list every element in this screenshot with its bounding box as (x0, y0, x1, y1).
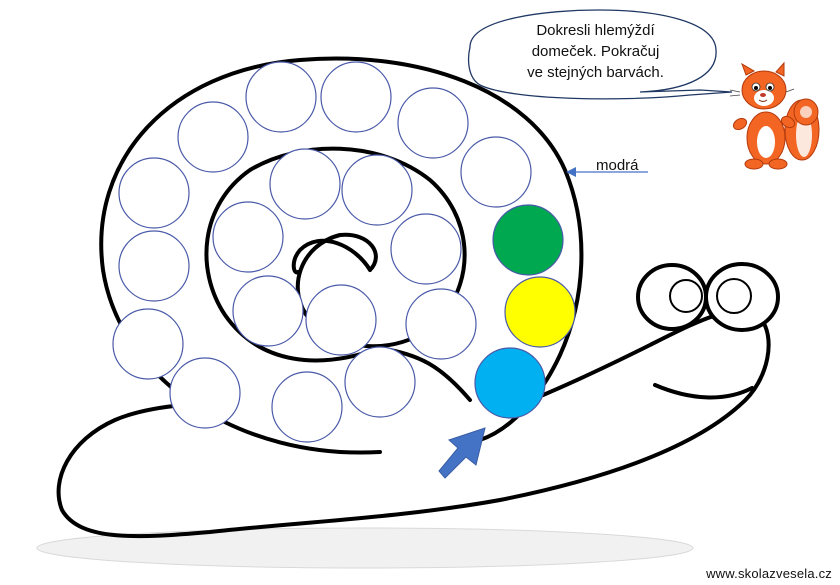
ground-shadow (36, 527, 694, 569)
color-hint-label: modrá (596, 157, 639, 174)
shell-circle-inner[interactable] (269, 148, 341, 220)
shell-circle-blue (474, 347, 546, 419)
instruction-line-1: Dokresli hlemýždí (536, 22, 655, 39)
shell-circle-outer[interactable] (397, 87, 469, 159)
shell-circle-inner[interactable] (390, 213, 462, 285)
squirrel-mascot-icon (729, 61, 820, 170)
snail-eyes (636, 262, 780, 332)
shell-circle-green (492, 204, 564, 276)
color-hint-pointer (566, 167, 648, 177)
shell-circle-outer[interactable] (460, 136, 532, 208)
speech-bubble-icon (467, 9, 733, 100)
shell-circle-outer[interactable] (177, 101, 249, 173)
shell-circle-outer[interactable] (169, 357, 241, 429)
shell-circle-inner[interactable] (341, 154, 413, 226)
website-footer: www.skolazvesela.cz (706, 566, 832, 581)
shell-circle-outer[interactable] (245, 61, 317, 133)
shell-circle-inner[interactable] (305, 284, 377, 356)
shell-circle-outer[interactable] (118, 157, 190, 229)
instruction-line-3: ve stejných barvách. (527, 64, 664, 81)
pointer-arrow-icon (438, 427, 486, 479)
shell-circle-outer[interactable] (405, 288, 477, 360)
shell-circle-outer[interactable] (320, 61, 392, 133)
instruction-text: Dokresli hlemýždí domeček. Pokračuj ve s… (488, 20, 703, 83)
snail-pupil-right (716, 278, 752, 314)
snail-pupil-left (669, 279, 703, 313)
shell-circle-outer[interactable] (112, 308, 184, 380)
shell-circle-inner[interactable] (212, 201, 284, 273)
snail-shell-spiral-inner (291, 238, 372, 275)
snail-smile (653, 383, 754, 400)
instruction-line-2: domeček. Pokračuj (531, 43, 660, 60)
shell-circle-outer[interactable] (271, 371, 343, 443)
shell-circle-inner[interactable] (232, 275, 304, 347)
shell-circle-outer[interactable] (344, 346, 416, 418)
shell-circle-outer[interactable] (118, 230, 190, 302)
snail-shell-spiral (204, 146, 472, 402)
shell-circles (112, 61, 576, 443)
shell-circle-yellow (504, 276, 576, 348)
snail-body (56, 309, 771, 539)
